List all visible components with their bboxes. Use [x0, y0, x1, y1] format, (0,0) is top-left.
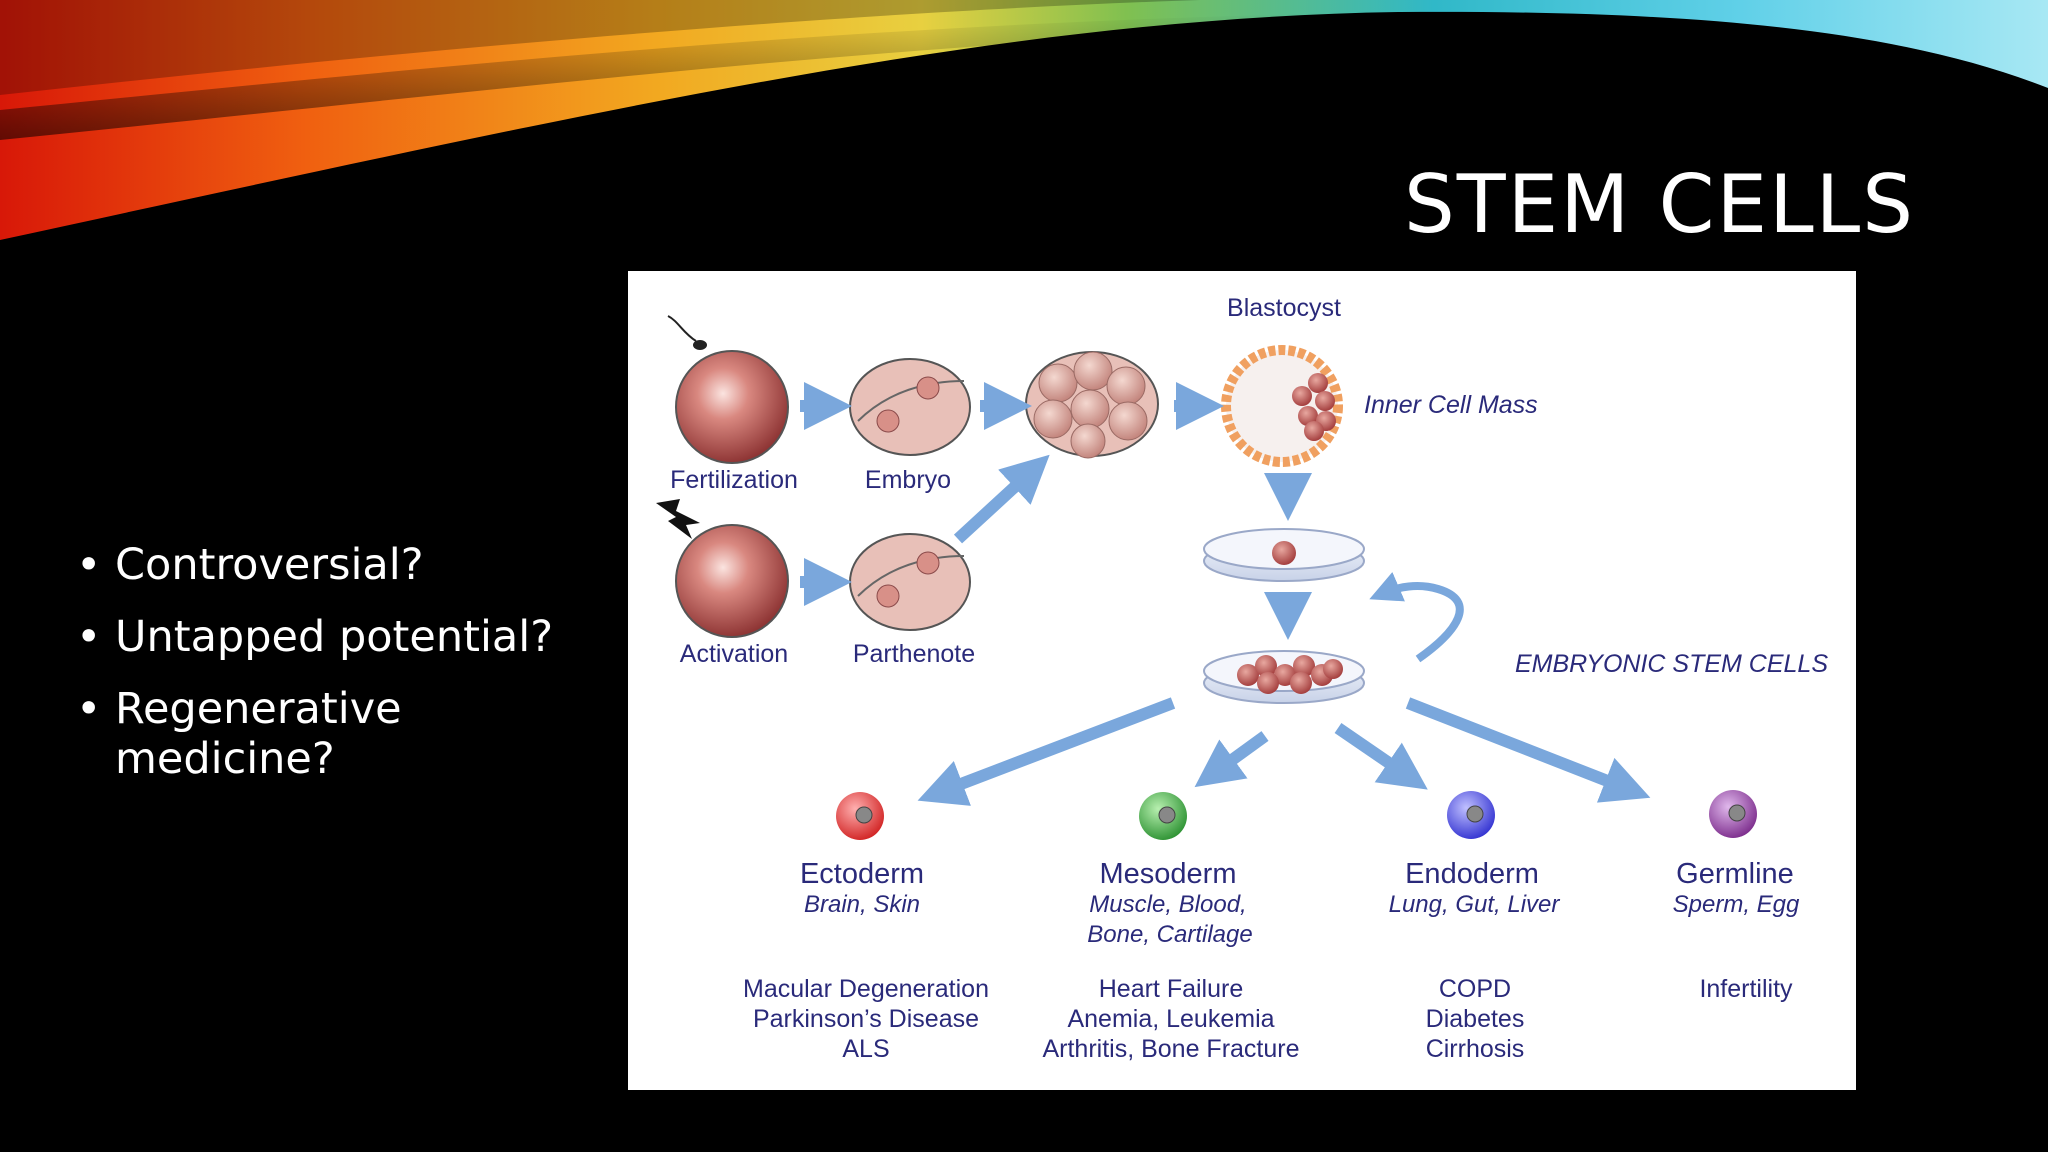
- germline-tissues: Sperm, Egg: [1673, 891, 1800, 918]
- ectoderm-disease: ALS: [842, 1035, 889, 1063]
- germline-cell-icon: [1709, 790, 1757, 838]
- self-renewal-arrow: [1369, 571, 1464, 663]
- bullet-item: • Regenerative medicine?: [70, 684, 590, 784]
- stem-cell-colony-dish: [1203, 650, 1365, 704]
- ectoderm-cell-icon: [836, 792, 884, 840]
- endoderm-disease: Cirrhosis: [1426, 1035, 1525, 1063]
- sperm-icon: [667, 315, 707, 350]
- arrow-parthenote-morula: [953, 454, 1050, 544]
- arrow-to-ectoderm: [917, 697, 1176, 806]
- ectoderm-tissues: Brain, Skin: [804, 891, 920, 918]
- bullet-item: • Controversial?: [70, 540, 590, 590]
- blastocyst-label: Blastocyst: [1227, 294, 1341, 322]
- bullet-dot-icon: •: [76, 540, 102, 590]
- inner-cell-mass-label: Inner Cell Mass: [1364, 391, 1538, 419]
- embryo-label: Embryo: [865, 466, 951, 494]
- embryonic-stem-cells-label: EMBRYONIC STEM CELLS: [1515, 650, 1828, 678]
- bullet-dot-icon: •: [76, 684, 102, 734]
- ectoderm-disease: Parkinson’s Disease: [753, 1005, 979, 1033]
- morula-cell: [1025, 351, 1159, 459]
- germline-label: Germline: [1676, 858, 1794, 890]
- mesoderm-label: Mesoderm: [1100, 858, 1237, 890]
- mesoderm-disease: Heart Failure: [1099, 975, 1244, 1003]
- ectoderm-label: Ectoderm: [800, 858, 924, 890]
- mesoderm-tissues: Muscle, Blood,: [1089, 891, 1246, 918]
- endoderm-cell-icon: [1447, 791, 1495, 839]
- flow-arrows: [800, 382, 1651, 806]
- mesoderm-cell-icon: [1139, 792, 1187, 840]
- parthenote-cell: [849, 533, 971, 631]
- blastocyst-cell: [1221, 345, 1343, 467]
- endoderm-tissues: Lung, Gut, Liver: [1389, 891, 1561, 918]
- arrow-to-endoderm: [1334, 723, 1428, 790]
- lightning-icon: [656, 499, 700, 539]
- bullet-item: • Untapped potential?: [70, 612, 590, 662]
- ectoderm-disease: Macular Degeneration: [743, 975, 989, 1003]
- diagram-canvas: Blastocyst Inner Cell Mass Fertilization…: [656, 294, 1828, 1063]
- activated-egg: [675, 524, 789, 638]
- bullet-text: Untapped potential?: [115, 612, 554, 662]
- embryo-cell: [849, 358, 971, 456]
- slide-title: STEM CELLS: [1404, 158, 1915, 251]
- fertilization-label: Fertilization: [670, 466, 798, 494]
- petri-dish: [1203, 528, 1365, 582]
- endoderm-disease: COPD: [1439, 975, 1511, 1003]
- fertilized-egg: [675, 350, 789, 464]
- bullet-text: Regenerative medicine?: [115, 684, 402, 784]
- arrow-to-mesoderm: [1194, 731, 1269, 788]
- bullet-text: Controversial?: [115, 540, 424, 590]
- arrow-to-germline: [1405, 697, 1651, 803]
- mesoderm-disease: Arthritis, Bone Fracture: [1042, 1035, 1299, 1063]
- germline-disease: Infertility: [1699, 975, 1793, 1003]
- mesoderm-disease: Anemia, Leukemia: [1067, 1005, 1274, 1033]
- bullet-dot-icon: •: [76, 612, 102, 662]
- activation-label: Activation: [680, 640, 788, 668]
- endoderm-label: Endoderm: [1405, 858, 1539, 890]
- bullet-list: • Controversial? • Untapped potential? • Re…: [70, 540, 590, 806]
- endoderm-disease: Diabetes: [1426, 1005, 1525, 1033]
- stem-cell-diagram: Blastocyst Inner Cell Mass Fertilization…: [628, 271, 1856, 1090]
- mesoderm-tissues: Bone, Cartilage: [1087, 921, 1252, 948]
- parthenote-label: Parthenote: [853, 640, 975, 668]
- decorative-banner: [0, 0, 2048, 240]
